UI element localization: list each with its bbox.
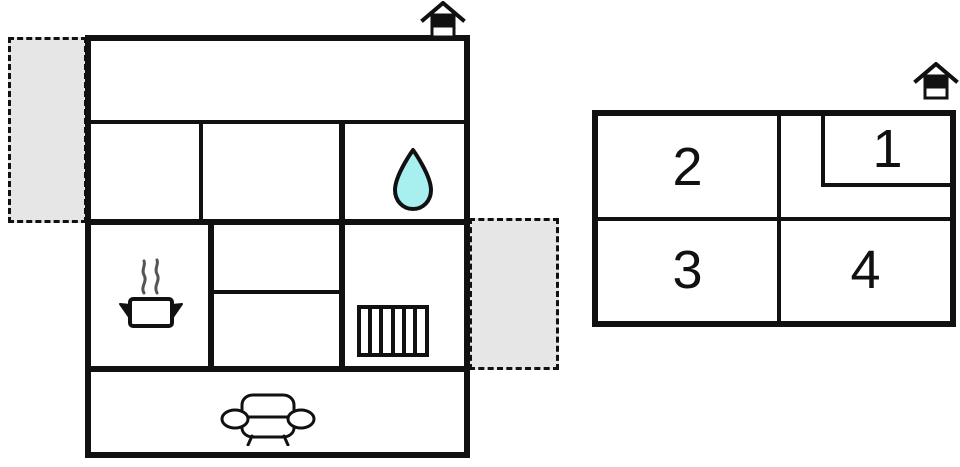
annex-wall-h-room1 (821, 183, 956, 187)
main-room-r2-c2 (203, 124, 339, 219)
main-wall-v-r2-a (199, 120, 203, 220)
main-room-r3-c2b (214, 294, 339, 366)
annex-room-4: 4 (781, 221, 950, 321)
main-building (85, 35, 470, 458)
annex-room-1-label: 1 (872, 119, 903, 179)
house-icon (913, 61, 959, 100)
main-room-top (91, 41, 464, 120)
annex-room-3: 3 (598, 221, 777, 321)
main-wall-h-r3-mid (208, 290, 343, 294)
annex-wall-h-main (592, 217, 956, 221)
main-wall-h-row3 (85, 366, 470, 372)
main-wall-h-row2 (85, 219, 470, 225)
main-wall-h-row1 (85, 120, 470, 124)
annex-room-3-label: 3 (672, 240, 703, 300)
annex-wall-v-room1 (821, 112, 825, 186)
main-wall-v-r3-a (208, 219, 214, 369)
cooking-pot-icon (110, 255, 192, 330)
main-room-r2-c1 (91, 124, 199, 219)
annex-room-2-label: 2 (672, 137, 703, 197)
main-wall-v-r3-b (339, 219, 345, 369)
main-room-r3-c2a (214, 225, 339, 290)
terrace-right (469, 218, 559, 370)
terrace-left (8, 37, 87, 223)
main-wall-v-r2-b (339, 120, 345, 220)
annex-room-4-label: 4 (850, 240, 881, 300)
radiator-icon (357, 305, 429, 357)
water-drop-icon (389, 147, 437, 213)
annex-room-1: 1 (825, 116, 950, 183)
annex-room-2: 2 (598, 116, 777, 217)
sofa-icon (220, 392, 316, 447)
house-icon (420, 0, 466, 39)
